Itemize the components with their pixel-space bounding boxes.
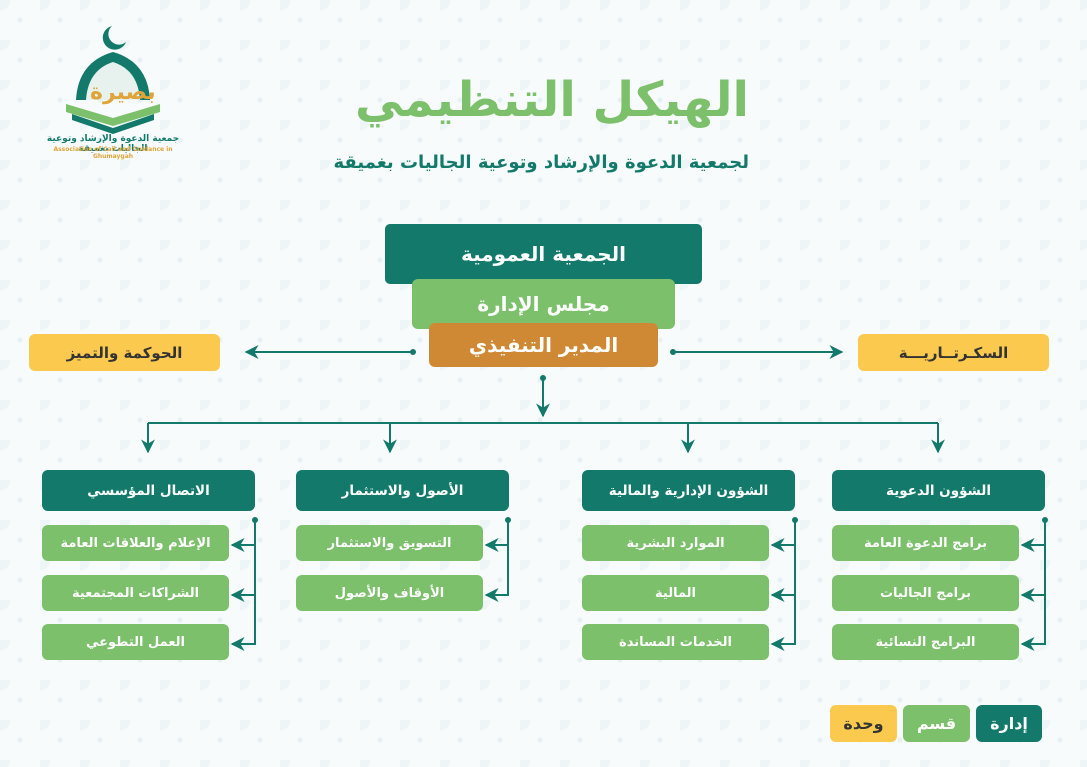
dept-dawah-affairs: الشؤون الدعوية (832, 470, 1045, 511)
organization-logo: بصيرة جمعية الدعوة والإرشاد وتوعية الجال… (38, 22, 188, 162)
dept-assets-investment: الأصول والاستثمار (296, 470, 509, 511)
node-general-assembly: الجمعية العمومية (385, 224, 702, 284)
logo-name-english: Association of Call and Guidance in Ghum… (53, 146, 173, 160)
mosque-dome-icon (66, 26, 160, 134)
unit-node: الأوقاف والأصول (296, 575, 483, 611)
unit-node: المالية (582, 575, 769, 611)
logo-name-arabic: جمعية الدعوة والإرشاد وتوعية الجاليات بغ… (46, 134, 180, 154)
dept-admin-finance: الشؤون الإدارية والمالية (582, 470, 795, 511)
page-title: الهيكل التنظيمي (355, 72, 749, 128)
node-board-of-directors: مجلس الإدارة (412, 279, 675, 329)
unit-node: الموارد البشرية (582, 525, 769, 561)
unit-node: برامج الدعوة العامة (832, 525, 1019, 561)
dept-corporate-communication: الاتصال المؤسسي (42, 470, 255, 511)
unit-node: برامج الجاليات (832, 575, 1019, 611)
logo-brand-text: بصيرة (90, 80, 156, 105)
legend-unit: وحدة (830, 705, 897, 742)
unit-node: الشراكات المجتمعية (42, 575, 229, 611)
legend-admin: إدارة (976, 705, 1042, 742)
unit-node: الخدمات المساندة (582, 624, 769, 660)
unit-node: العمل التطوعي (42, 624, 229, 660)
unit-node: الإعلام والعلاقات العامة (42, 525, 229, 561)
unit-node: البرامج النسائية (832, 624, 1019, 660)
page-subtitle: لجمعية الدعوة والإرشاد وتوعية الجاليات ب… (333, 152, 749, 173)
node-executive-director: المدير التنفيذي (429, 323, 658, 367)
legend-section: قسم (903, 705, 970, 742)
node-governance: الحوكمة والتميز (29, 334, 220, 371)
node-secretariat: السكـرتــاريـــة (858, 334, 1049, 371)
unit-node: التسويق والاستثمار (296, 525, 483, 561)
